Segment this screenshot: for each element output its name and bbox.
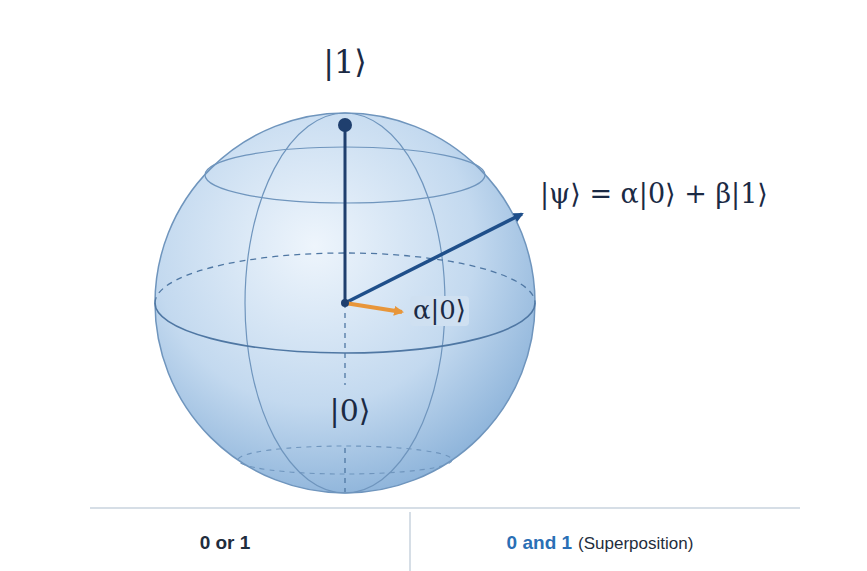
axis-line xyxy=(344,127,347,303)
component-vector xyxy=(345,303,402,312)
state-equation: |ψ⟩ = α|0⟩ + β|1⟩ xyxy=(540,178,768,209)
highlight-text: 0 and 1 xyxy=(507,532,572,554)
table-cell: 0 and 1 (Superposition) xyxy=(507,532,694,554)
basis-label: |1⟩ xyxy=(323,44,367,81)
sphere xyxy=(155,113,535,493)
center-dot xyxy=(341,299,349,307)
pole-dot xyxy=(338,118,352,132)
axis-dashed xyxy=(344,448,345,492)
state-vector xyxy=(345,214,522,303)
axis-dashed xyxy=(344,303,345,385)
note-text: (Superposition) xyxy=(578,534,693,554)
table-rule xyxy=(90,507,800,509)
component-label: α|0⟩ xyxy=(410,296,469,326)
basis-label: |0⟩ xyxy=(330,394,371,429)
table-cell: 0 or 1 xyxy=(200,532,251,554)
table-divider xyxy=(409,512,411,571)
